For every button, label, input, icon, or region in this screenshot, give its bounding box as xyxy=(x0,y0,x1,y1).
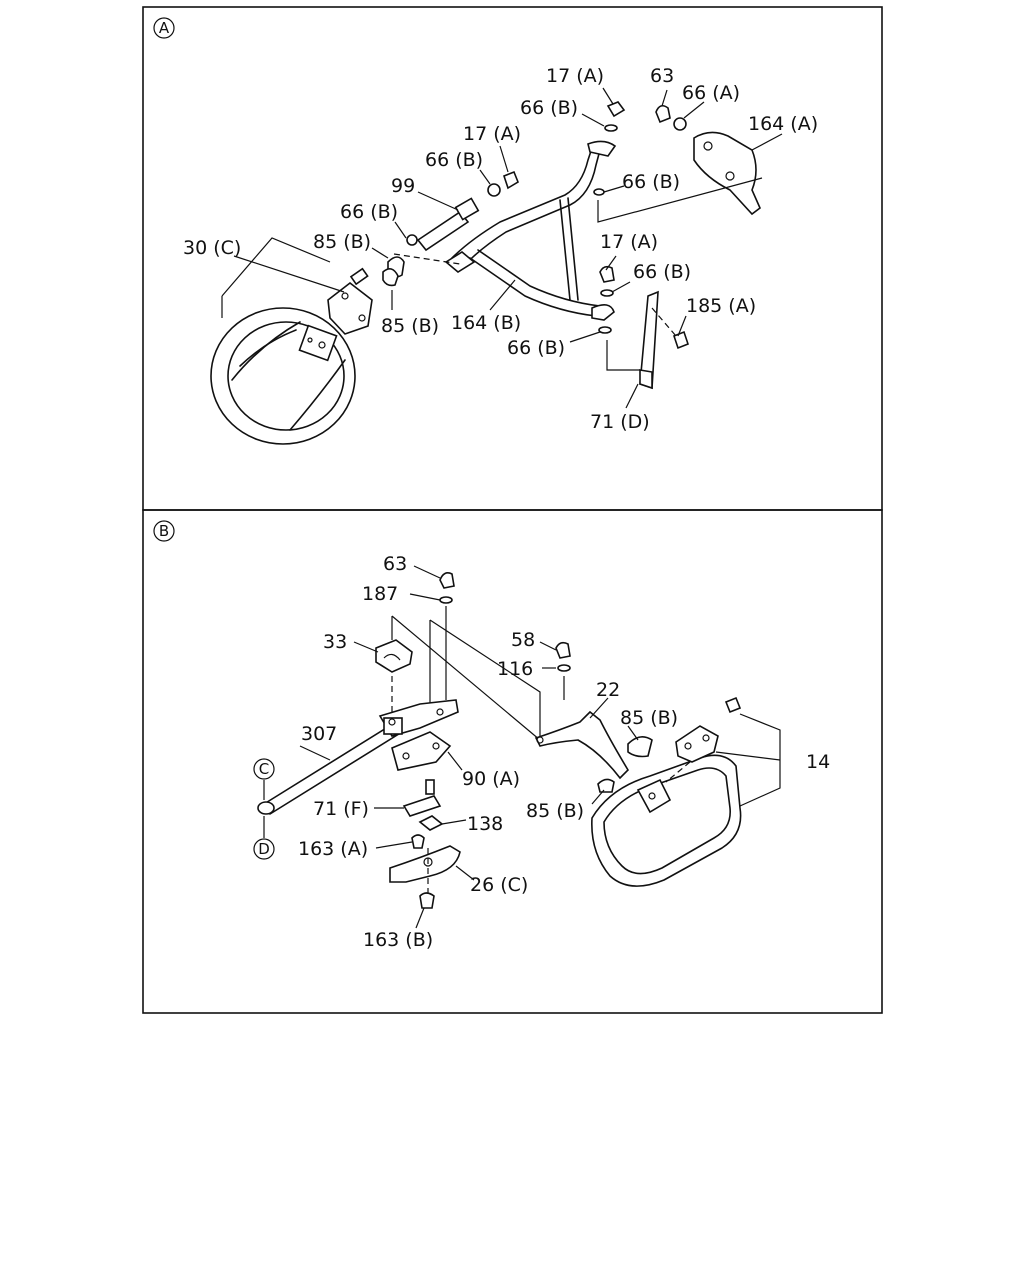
label-30c: 30 (C) xyxy=(183,237,241,259)
bolt-14 xyxy=(724,696,742,714)
label-71d: 71 (D) xyxy=(590,411,650,433)
washer-66b-left xyxy=(406,234,418,246)
label-b-138: 138 xyxy=(467,813,503,835)
ref-d-circle xyxy=(253,838,275,860)
washer-187 xyxy=(439,596,453,604)
clamp-85b-bot xyxy=(382,268,399,287)
nut-58 xyxy=(555,641,571,659)
ref-c-marker: C xyxy=(259,760,269,778)
panel-b-marker-circle xyxy=(153,520,175,542)
label-66b-mid: 66 (B) xyxy=(425,149,483,171)
label-63: 63 xyxy=(650,65,674,87)
stay-71f xyxy=(402,795,442,817)
panel-b: B xyxy=(142,509,883,1014)
washer-66b-top xyxy=(604,124,618,132)
cap-63-b xyxy=(439,572,455,589)
nut-17a-low xyxy=(599,265,615,283)
panel-b-frame xyxy=(142,509,883,1014)
label-66b-right: 66 (B) xyxy=(622,171,680,193)
washer-66b-low xyxy=(600,289,614,297)
washer-116 xyxy=(557,664,571,672)
washer-66b-mid xyxy=(487,183,501,197)
stay-307 xyxy=(257,699,459,815)
washer-66b-right xyxy=(593,188,605,196)
cap-63 xyxy=(655,104,671,124)
label-b-22: 22 xyxy=(596,679,620,701)
label-66b-left: 66 (B) xyxy=(340,201,398,223)
label-b-71f: 71 (F) xyxy=(313,798,369,820)
bolt-30c xyxy=(349,267,369,286)
label-17a-top: 17 (A) xyxy=(546,65,604,87)
label-b-14: 14 xyxy=(806,751,830,773)
round-mirror-30c xyxy=(210,307,356,445)
label-17a-mid: 17 (A) xyxy=(463,123,521,145)
label-164b: 164 (B) xyxy=(451,312,521,334)
panel-a-marker-circle xyxy=(153,17,175,39)
label-85b-top: 85 (B) xyxy=(313,231,371,253)
guide-a-1 xyxy=(393,253,461,265)
block-33 xyxy=(375,639,413,673)
panel-a-marker: A xyxy=(159,19,170,37)
washer-66a xyxy=(673,117,687,131)
rect-mirror-14 xyxy=(591,754,742,887)
panel-a: A xyxy=(142,6,883,511)
panel-b-marker: B xyxy=(159,522,169,540)
label-b-26c: 26 (C) xyxy=(470,874,528,896)
label-b-33: 33 xyxy=(323,631,347,653)
mirror-bracket xyxy=(327,281,373,335)
nut-17a-top xyxy=(606,101,626,118)
washer-66b-bot xyxy=(598,326,612,334)
bracket-22 xyxy=(534,710,630,780)
clamp-85b-b-top xyxy=(627,736,653,758)
part-138 xyxy=(418,815,444,831)
label-99: 99 xyxy=(391,175,415,197)
label-185a: 185 (A) xyxy=(686,295,756,317)
bracket-90a xyxy=(391,731,452,771)
stay-164b xyxy=(444,140,617,321)
label-b-85b-top: 85 (B) xyxy=(620,707,678,729)
label-b-116: 116 xyxy=(497,658,533,680)
label-66a: 66 (A) xyxy=(682,82,740,104)
nut-163b xyxy=(419,892,435,909)
arm-99 xyxy=(416,210,470,252)
label-164a: 164 (A) xyxy=(748,113,818,135)
label-17a-low: 17 (A) xyxy=(600,231,658,253)
nut-163a xyxy=(411,834,425,849)
label-b-58: 58 xyxy=(511,629,535,651)
ref-d-marker: D xyxy=(258,840,270,858)
bracket-14 xyxy=(675,725,719,763)
ref-c-circle xyxy=(253,758,275,780)
label-b-163b: 163 (B) xyxy=(363,929,433,951)
label-b-85b-bot: 85 (B) xyxy=(526,800,584,822)
label-66b-low: 66 (B) xyxy=(633,261,691,283)
bolt-185a xyxy=(673,330,689,350)
label-66b-bot: 66 (B) xyxy=(507,337,565,359)
label-b-163a: 163 (A) xyxy=(298,838,368,860)
label-b-63: 63 xyxy=(383,553,407,575)
clamp-85b-b-bot xyxy=(597,778,615,793)
label-66b-top: 66 (B) xyxy=(520,97,578,119)
nut-17a-mid xyxy=(503,170,519,190)
label-b-90a: 90 (A) xyxy=(462,768,520,790)
label-b-307: 307 xyxy=(301,723,337,745)
label-b-187: 187 xyxy=(362,583,398,605)
label-85b-bot: 85 (B) xyxy=(381,315,439,337)
